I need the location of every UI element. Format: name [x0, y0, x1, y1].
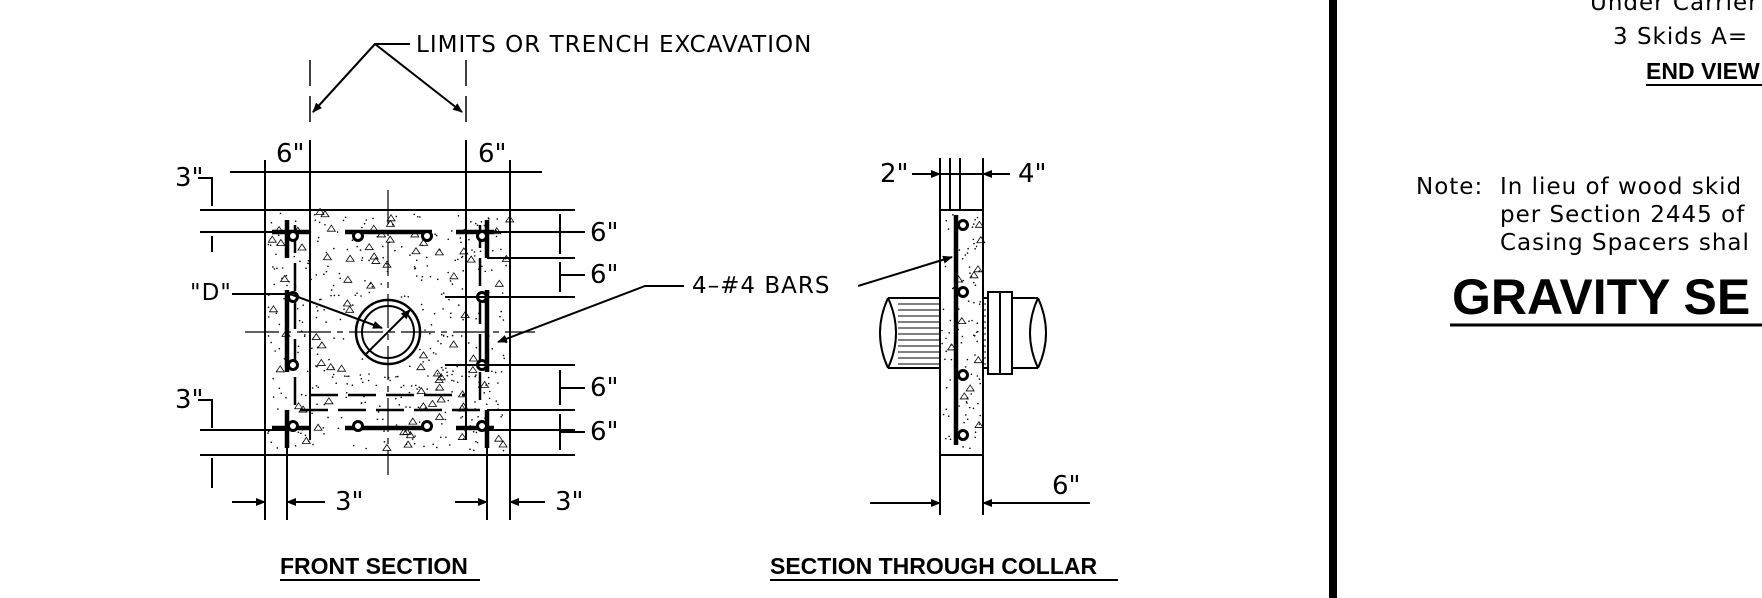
skids-text: 3 Skids A=	[1613, 24, 1748, 50]
bars-leader-collar	[857, 255, 953, 287]
bars-leader-front	[497, 285, 684, 343]
pipe-section	[245, 190, 535, 475]
right-dimensions	[445, 209, 585, 456]
note-line-2: per Section 2445 of	[1500, 202, 1745, 228]
note-label: Note:	[1416, 174, 1483, 200]
collar-section-view: 2" 4" 6" SECTION THROUGH COLLAR	[770, 158, 1118, 581]
limits-label: LIMITS OR TRENCH EXCAVATION	[416, 32, 812, 58]
rebar-bars	[287, 230, 488, 432]
note-line-3: Casing Spacers shal	[1500, 230, 1750, 256]
dim-right-2: 6"	[590, 260, 619, 290]
dim-collar-2in: 2"	[880, 159, 909, 189]
dim-collar-4in: 4"	[1018, 159, 1047, 189]
front-section-title: FRONT SECTION	[280, 553, 468, 579]
collar-section-title: SECTION THROUGH COLLAR	[770, 553, 1097, 579]
collar-bars	[957, 219, 969, 441]
limits-leader	[312, 43, 410, 113]
diameter-leader	[232, 293, 383, 329]
dim-right-1: 6"	[590, 218, 619, 248]
dim-collar-6in: 6"	[1052, 471, 1081, 501]
dim-right-3: 6"	[590, 373, 619, 403]
end-view-title: END VIEW	[1646, 58, 1760, 84]
dim-bottom-left: 3"	[335, 487, 364, 517]
bars-label: 4–#4 BARS	[692, 273, 830, 299]
collar-stipple	[941, 214, 986, 450]
dim-top-left: 6"	[276, 139, 305, 169]
dim-top-right: 6"	[478, 139, 507, 169]
right-panel: Under Carrier 3 Skids A= END VIEW Note: …	[1416, 0, 1762, 327]
front-section-view: "D" LIMITS OR TRENCH EXCAVATION 6" 6" 3"…	[175, 32, 830, 581]
note-line-1: In lieu of wood skid	[1500, 174, 1742, 200]
collar-section	[939, 209, 984, 456]
dim-right-4: 6"	[590, 417, 619, 447]
sheet-border	[1329, 0, 1337, 598]
under-carrier-text: Under Carrier	[1590, 0, 1759, 16]
big-title: GRAVITY SE	[1452, 269, 1750, 325]
diameter-label: "D"	[190, 280, 232, 306]
dim-bottom-right: 3"	[555, 487, 584, 517]
